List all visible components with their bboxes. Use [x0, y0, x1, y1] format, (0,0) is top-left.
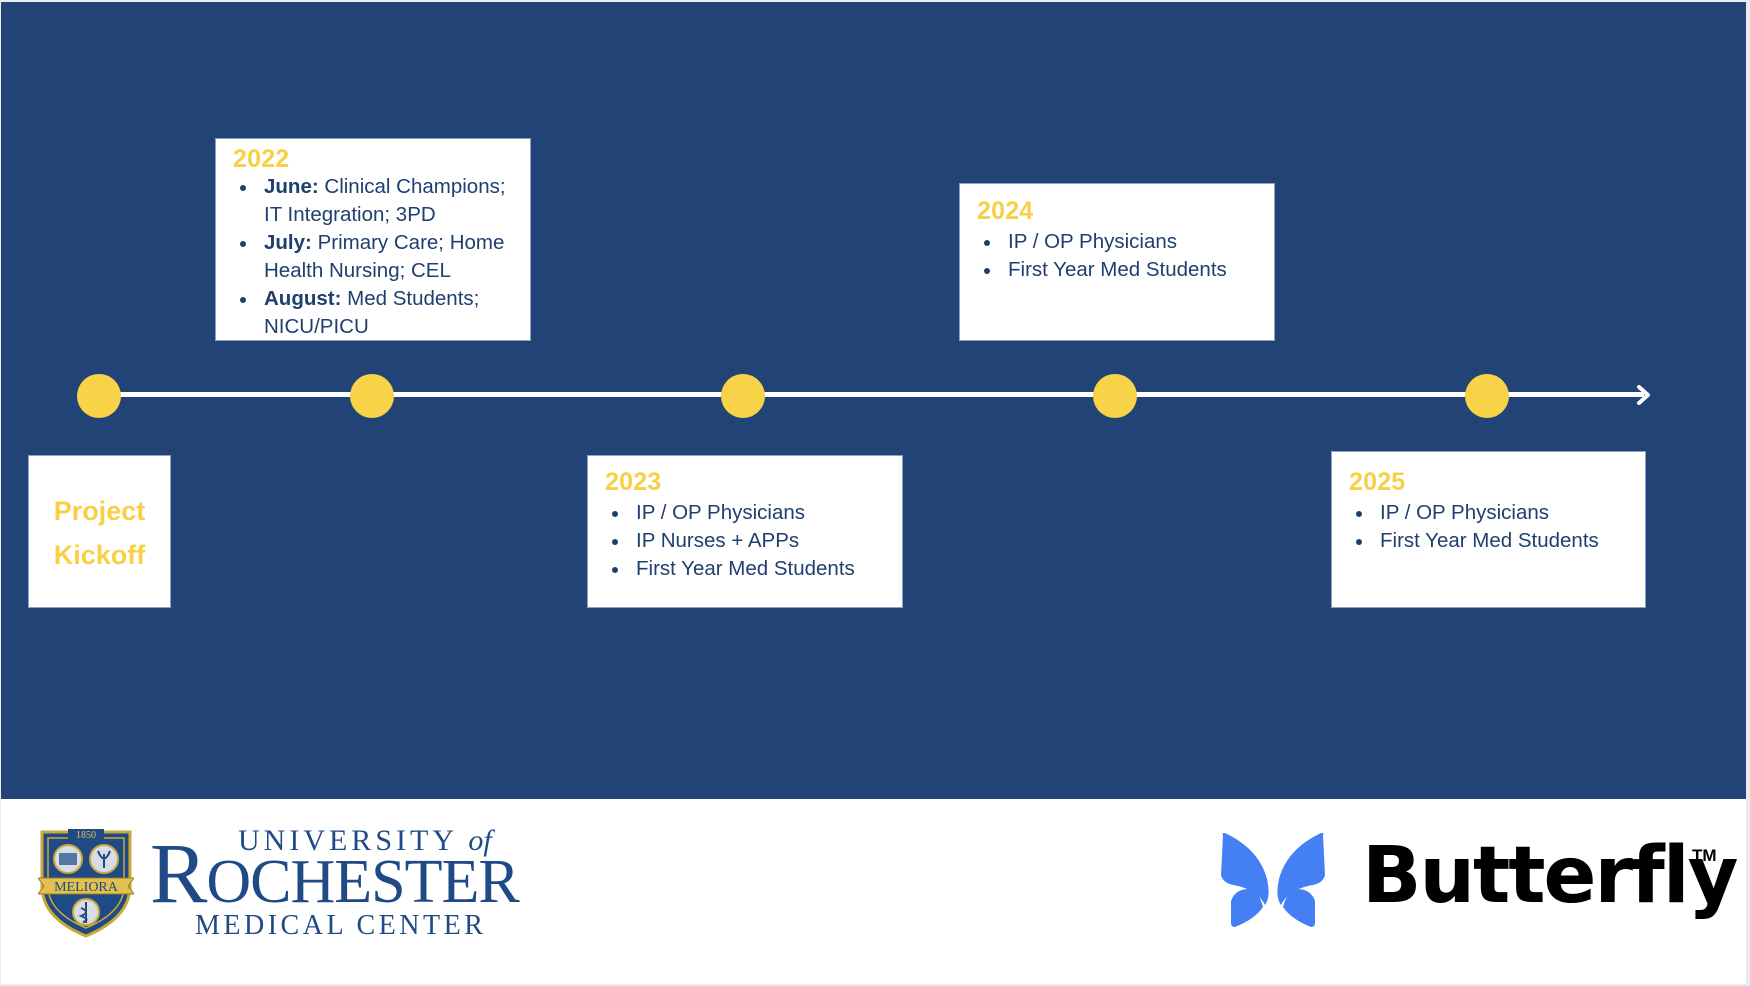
butterfly-wordmark: Butterfly	[1362, 831, 1738, 921]
kickoff-title-line2: Kickoff	[53, 540, 146, 570]
list-item: June: Clinical Champions; IT Integration…	[240, 173, 524, 229]
bullet-icon	[984, 268, 990, 274]
footer	[1, 799, 1746, 984]
item-text: IP / OP Physicians	[1380, 501, 1550, 524]
milestone-card-2022: 2022 June: Clinical Champions; IT Integr…	[215, 138, 531, 341]
bullet-icon	[1356, 539, 1362, 545]
bullet-icon	[612, 539, 618, 545]
item-text: First Year Med Students	[1008, 258, 1227, 281]
kickoff-title: Project Kickoff	[29, 489, 170, 577]
bullet-icon	[612, 567, 618, 573]
timeline-banner: Project Kickoff 2022 June: Clinical Cham…	[1, 2, 1746, 799]
month-label: July:	[264, 231, 312, 254]
arrow-right-icon	[1637, 385, 1650, 405]
milestone-card-2023: 2023 IP / OP Physicians IP Nurses + APPs…	[587, 455, 903, 608]
urmc-rochester-text: ROCHESTER	[150, 825, 520, 921]
item-text: First Year Med Students	[636, 557, 855, 580]
urmc-university-text: UNIVERSITY of	[238, 824, 492, 857]
milestone-dot-2024	[1093, 374, 1137, 418]
item-text: IP / OP Physicians	[1008, 230, 1178, 253]
milestone-year: 2025	[1349, 468, 1406, 496]
list-item: IP / OP Physicians	[612, 499, 896, 527]
milestone-dot-2022	[350, 374, 394, 418]
milestone-year: 2023	[605, 468, 662, 496]
milestone-list: IP / OP Physicians First Year Med Studen…	[984, 228, 1268, 284]
milestone-card-kickoff: Project Kickoff	[28, 455, 171, 608]
milestone-card-2025: 2025 IP / OP Physicians First Year Med S…	[1331, 451, 1646, 608]
svg-text:1850: 1850	[76, 830, 96, 841]
trademark-symbol: TM	[1692, 846, 1717, 865]
list-item: August: Med Students; NICU/PICU	[240, 285, 524, 341]
bullet-icon	[984, 240, 990, 246]
milestone-dot-2023	[721, 374, 765, 418]
milestone-list: IP / OP Physicians IP Nurses + APPs Firs…	[612, 499, 896, 583]
urmc-logo: 1850 MELIORA UNIVERSITY of ROCHESTER MED…	[38, 824, 548, 942]
list-item: July: Primary Care; Home Health Nursing;…	[240, 229, 524, 285]
milestone-year: 2022	[233, 145, 290, 173]
list-item: First Year Med Students	[612, 555, 896, 583]
item-text: Clinical Champions; IT Integration; 3PD	[264, 175, 506, 226]
item-text: IP / OP Physicians	[636, 501, 806, 524]
item-text: Primary Care; Home Health Nursing; CEL	[264, 231, 505, 282]
timeline-line	[99, 392, 1644, 397]
bullet-icon	[240, 297, 246, 303]
bullet-icon	[240, 185, 246, 191]
list-item: IP Nurses + APPs	[612, 527, 896, 555]
milestone-dot-2025	[1465, 374, 1509, 418]
item-text: First Year Med Students	[1380, 529, 1599, 552]
milestone-year: 2024	[977, 197, 1034, 225]
kickoff-title-line1: Project	[53, 496, 146, 526]
urmc-medical-center-text: MEDICAL CENTER	[195, 910, 487, 941]
milestone-list: IP / OP Physicians First Year Med Studen…	[1356, 499, 1639, 555]
list-item: First Year Med Students	[984, 256, 1268, 284]
item-text: IP Nurses + APPs	[636, 529, 800, 552]
month-label: August:	[264, 287, 342, 310]
list-item: IP / OP Physicians	[1356, 499, 1639, 527]
item-text: Med Students; NICU/PICU	[264, 287, 480, 338]
bullet-icon	[240, 241, 246, 247]
bullet-icon	[612, 511, 618, 517]
month-label: June:	[264, 175, 319, 198]
bullet-icon	[1356, 511, 1362, 517]
milestone-card-2024: 2024 IP / OP Physicians First Year Med S…	[959, 183, 1275, 341]
milestone-list: June: Clinical Champions; IT Integration…	[240, 173, 524, 341]
svg-text:MELIORA: MELIORA	[54, 880, 119, 895]
list-item: First Year Med Students	[1356, 527, 1639, 555]
list-item: IP / OP Physicians	[984, 228, 1268, 256]
urmc-shield-icon: 1850 MELIORA	[38, 829, 134, 938]
milestone-dot-kickoff	[77, 374, 121, 418]
butterfly-logo-icon	[1221, 833, 1325, 927]
